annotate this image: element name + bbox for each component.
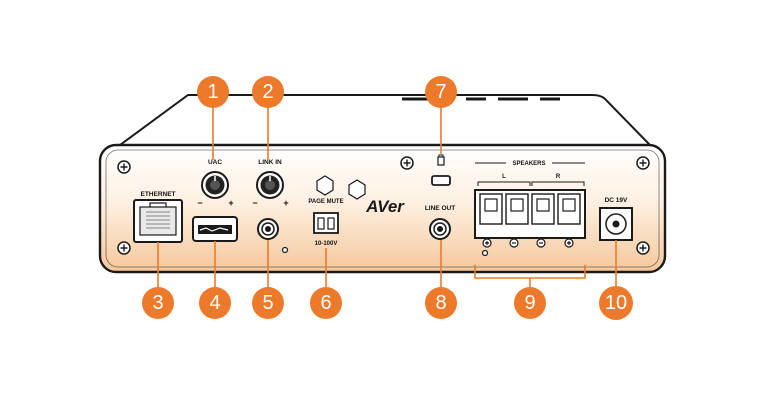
- front-panel: [98, 143, 667, 274]
- dc-label: DC 19V: [605, 197, 628, 204]
- knob-plus-label: +: [228, 198, 233, 208]
- callout-10: 10: [599, 286, 633, 320]
- callout-5: 5: [252, 287, 284, 319]
- knob-minus-label: −: [197, 198, 202, 208]
- speaker-terminal[interactable]: [505, 193, 529, 225]
- speaker-terminal[interactable]: [531, 193, 555, 225]
- svg-text:4: 4: [209, 292, 220, 314]
- hex-mark-icon: [316, 175, 334, 196]
- svg-text:10: 10: [605, 292, 627, 314]
- callout-9: 9: [514, 287, 546, 319]
- svg-text:1: 1: [207, 81, 218, 103]
- svg-text:7: 7: [435, 81, 446, 103]
- speaker-terminal[interactable]: [557, 193, 581, 225]
- polarity-minus-icon: [536, 238, 546, 248]
- callout-8: 8: [425, 287, 457, 319]
- screw-icon: [636, 241, 650, 255]
- knob-minus-label: −: [252, 198, 257, 208]
- uac-label: UAC: [208, 159, 222, 166]
- enclosure-top: [116, 94, 653, 146]
- callout-4: 4: [199, 287, 231, 319]
- reset-slot[interactable]: [431, 175, 451, 186]
- screw-icon: [117, 241, 131, 255]
- ethernet-port[interactable]: [133, 199, 183, 243]
- knob-plus-label: +: [283, 198, 288, 208]
- uac-volume-knob[interactable]: [201, 171, 229, 199]
- reset-icon: [437, 154, 445, 166]
- speaker-right-bracket: [531, 181, 585, 186]
- page-mute-range-label: 10-100V: [315, 241, 338, 247]
- speakers-label: SPEAKERS: [512, 161, 545, 167]
- screw-icon: [636, 156, 650, 170]
- page-mute-terminal[interactable]: [313, 212, 339, 234]
- ethernet-label: ETHERNET: [140, 191, 175, 198]
- dc-power-jack[interactable]: [599, 207, 633, 241]
- led-indicator: [281, 246, 289, 254]
- callout-2: 2: [252, 76, 284, 108]
- aver-logo: AVer: [365, 197, 405, 216]
- callout-6: 6: [310, 287, 342, 319]
- svg-text:6: 6: [320, 292, 331, 314]
- polarity-plus-icon: [564, 238, 574, 248]
- callout-3: 3: [142, 287, 174, 319]
- page-mute-label: PAGE MUTE: [308, 199, 343, 205]
- polarity-plus-icon: [482, 238, 492, 248]
- svg-text:9: 9: [524, 292, 535, 314]
- led-indicator: [481, 249, 489, 257]
- svg-text:8: 8: [435, 292, 446, 314]
- hex-mark-icon: [348, 179, 366, 200]
- screw-icon: [117, 160, 131, 174]
- front-panel-inner: [105, 149, 660, 268]
- callout-lines: [157, 107, 617, 287]
- speaker-terminal[interactable]: [479, 193, 503, 225]
- usb-port[interactable]: [192, 216, 238, 242]
- line-out-jack[interactable]: [429, 218, 451, 240]
- link-in-label: LINK IN: [258, 159, 282, 166]
- svg-text:2: 2: [262, 81, 273, 103]
- svg-text:3: 3: [152, 292, 163, 314]
- polarity-minus-icon: [509, 238, 519, 248]
- speaker-right-label: R: [556, 174, 561, 180]
- speaker-left-bracket: [477, 181, 531, 186]
- callout-7: 7: [425, 76, 457, 108]
- callout-1: 1: [197, 76, 229, 108]
- screw-icon: [400, 156, 414, 170]
- svg-text:5: 5: [262, 292, 273, 314]
- speaker-left-label: L: [502, 174, 506, 180]
- link-in-volume-knob[interactable]: [256, 171, 284, 199]
- line-out-label: LINE OUT: [425, 205, 455, 212]
- audio-jack[interactable]: [257, 218, 279, 240]
- speaker-terminal-block[interactable]: [474, 189, 586, 239]
